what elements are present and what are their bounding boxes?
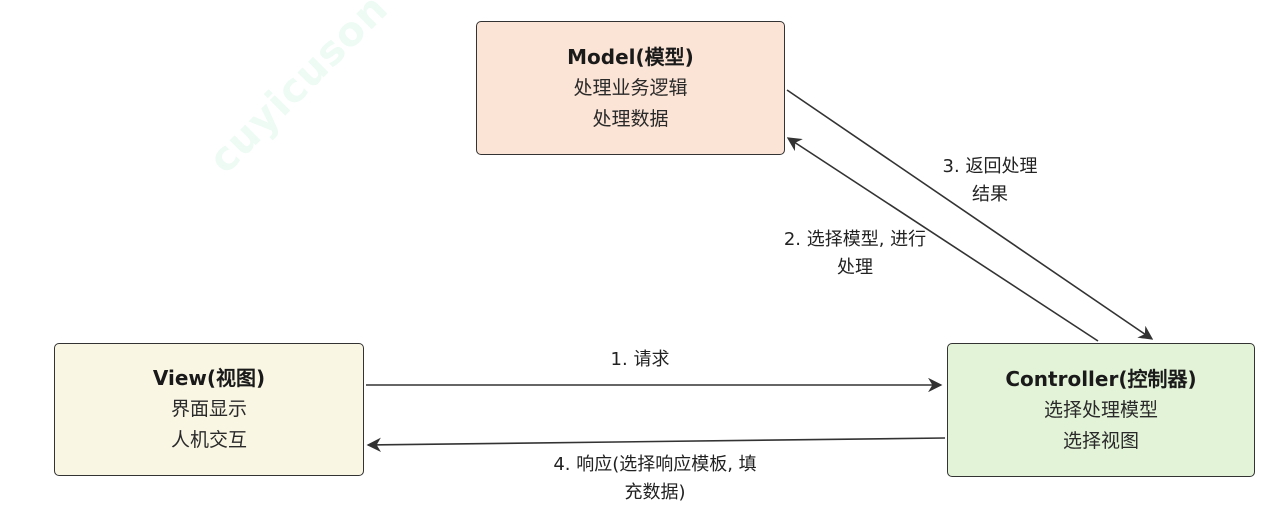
edge-label-return-line-1: 3. 返回处理 xyxy=(942,156,1038,177)
view-box: View(视图) 界面显示 人机交互 xyxy=(54,343,364,476)
controller-box: Controller(控制器) 选择处理模型 选择视图 xyxy=(947,343,1255,477)
model-line-1: 处理业务逻辑 xyxy=(573,76,688,99)
edge-label-select: 2. 选择模型, 进行 处理 xyxy=(740,226,970,282)
controller-line-2: 选择视图 xyxy=(1062,429,1139,452)
edge-label-return-line-2: 结果 xyxy=(972,184,1008,205)
edge-label-request: 1. 请求 xyxy=(540,346,740,374)
controller-title: Controller(控制器) xyxy=(1005,366,1197,391)
view-title: View(视图) xyxy=(152,366,266,390)
edge-label-request-line-1: 1. 请求 xyxy=(610,349,670,370)
view-line-2: 人机交互 xyxy=(170,429,247,451)
model-box: Model(模型) 处理业务逻辑 处理数据 xyxy=(476,21,785,155)
edge-label-return: 3. 返回处理 结果 xyxy=(905,153,1075,209)
model-title: Model(模型) xyxy=(567,44,694,69)
arrow-select-model xyxy=(786,137,1099,342)
view-line-1: 界面显示 xyxy=(170,398,247,420)
edge-label-select-line-1: 2. 选择模型, 进行 xyxy=(783,229,927,250)
model-line-2: 处理数据 xyxy=(592,107,669,130)
edge-label-response: 4. 响应(选择响应模板, 填 充数据) xyxy=(490,451,820,507)
controller-line-1: 选择处理模型 xyxy=(1043,398,1158,421)
edge-label-select-line-2: 处理 xyxy=(837,257,873,278)
edge-label-response-line-1: 4. 响应(选择响应模板, 填 xyxy=(553,454,757,475)
edge-label-response-line-2: 充数据) xyxy=(624,482,686,503)
arrow-return-result xyxy=(786,89,1154,340)
arrow-response xyxy=(366,437,946,453)
